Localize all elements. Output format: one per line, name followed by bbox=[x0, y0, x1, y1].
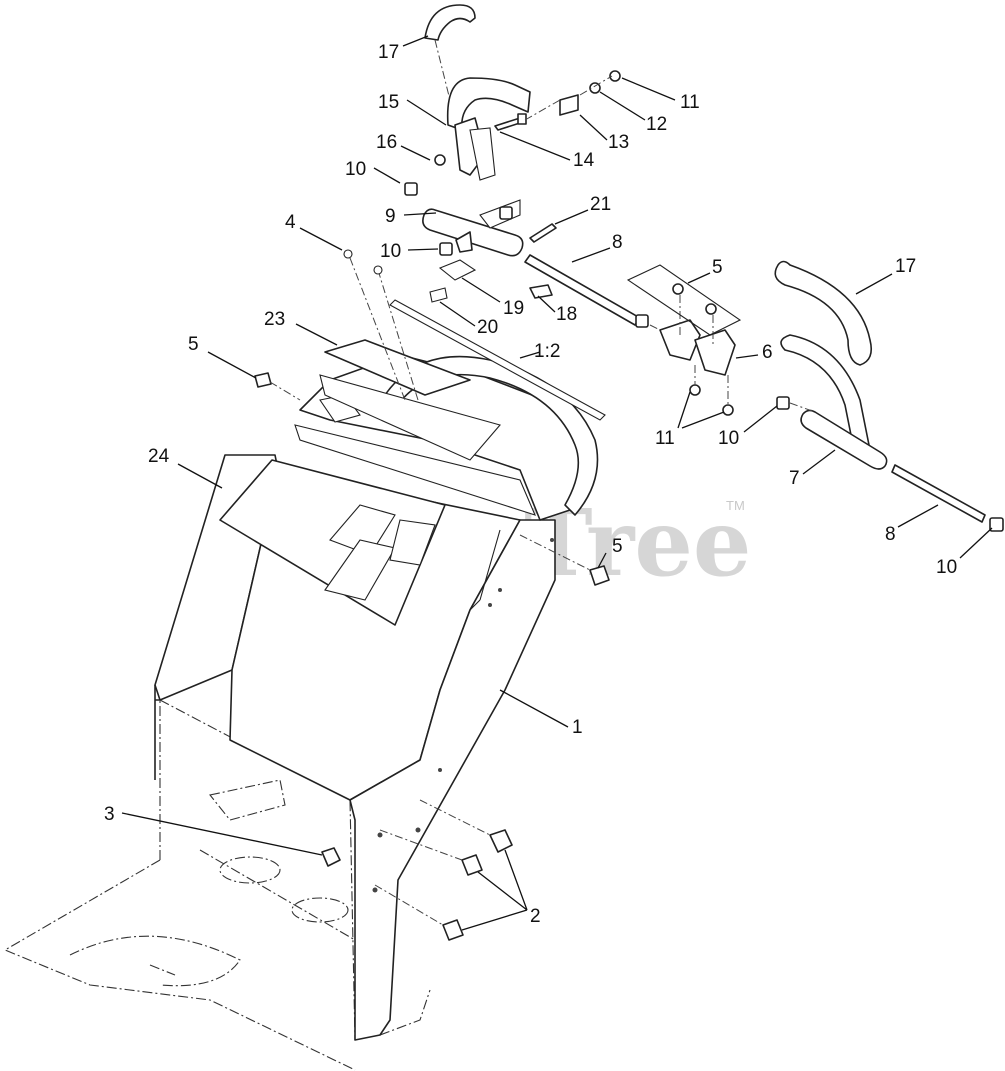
callout-11: 11 bbox=[680, 92, 700, 113]
callout-2: 2 bbox=[530, 906, 541, 927]
callout-17: 17 bbox=[378, 42, 399, 63]
callout-18: 18 bbox=[556, 304, 577, 325]
callout-8: 8 bbox=[612, 232, 623, 253]
ratio-strip bbox=[389, 299, 606, 421]
callout-15: 15 bbox=[378, 92, 399, 113]
callout-7: 7 bbox=[789, 468, 800, 489]
callout-3: 3 bbox=[104, 804, 115, 825]
callout-20: 20 bbox=[477, 317, 498, 338]
callout-9: 9 bbox=[385, 206, 396, 227]
callout-21: 21 bbox=[590, 194, 611, 215]
callout-4: 4 bbox=[285, 212, 296, 233]
callout-10: 10 bbox=[936, 557, 957, 578]
callout-10: 10 bbox=[345, 159, 366, 180]
decal-23 bbox=[319, 339, 501, 461]
ratio-label: 1:2 bbox=[534, 341, 560, 362]
callout-5: 5 bbox=[188, 334, 199, 355]
right-handle-7 bbox=[774, 260, 1004, 532]
callout-labels: 17 15 16 10 9 4 10 11 12 13 14 21 8 5 17… bbox=[104, 42, 957, 927]
tube-9-assembly bbox=[404, 182, 557, 303]
lower-fasteners bbox=[254, 249, 610, 941]
callout-12: 12 bbox=[646, 114, 667, 135]
fasteners-upper bbox=[434, 70, 621, 166]
left-grip-upper bbox=[424, 4, 531, 181]
callout-24: 24 bbox=[148, 446, 170, 467]
callout-6: 6 bbox=[762, 342, 773, 363]
callout-13: 13 bbox=[608, 132, 629, 153]
callout-8: 8 bbox=[885, 524, 896, 545]
rod-8-upper bbox=[524, 254, 691, 346]
callout-1: 1 bbox=[572, 717, 583, 738]
callout-16: 16 bbox=[376, 132, 397, 153]
callout-14: 14 bbox=[573, 150, 595, 171]
watermark-trademark: TM bbox=[726, 498, 745, 513]
callout-17: 17 bbox=[895, 256, 916, 277]
callout-5: 5 bbox=[612, 536, 623, 557]
callout-5: 5 bbox=[712, 257, 723, 278]
callout-10: 10 bbox=[718, 428, 739, 449]
callout-23: 23 bbox=[264, 309, 285, 330]
right-bracket-6 bbox=[626, 264, 742, 416]
decal-24 bbox=[219, 459, 446, 626]
callout-11: 11 bbox=[655, 428, 675, 449]
leader-lines bbox=[121, 35, 993, 931]
callout-10: 10 bbox=[380, 241, 401, 262]
callout-19: 19 bbox=[503, 298, 524, 319]
